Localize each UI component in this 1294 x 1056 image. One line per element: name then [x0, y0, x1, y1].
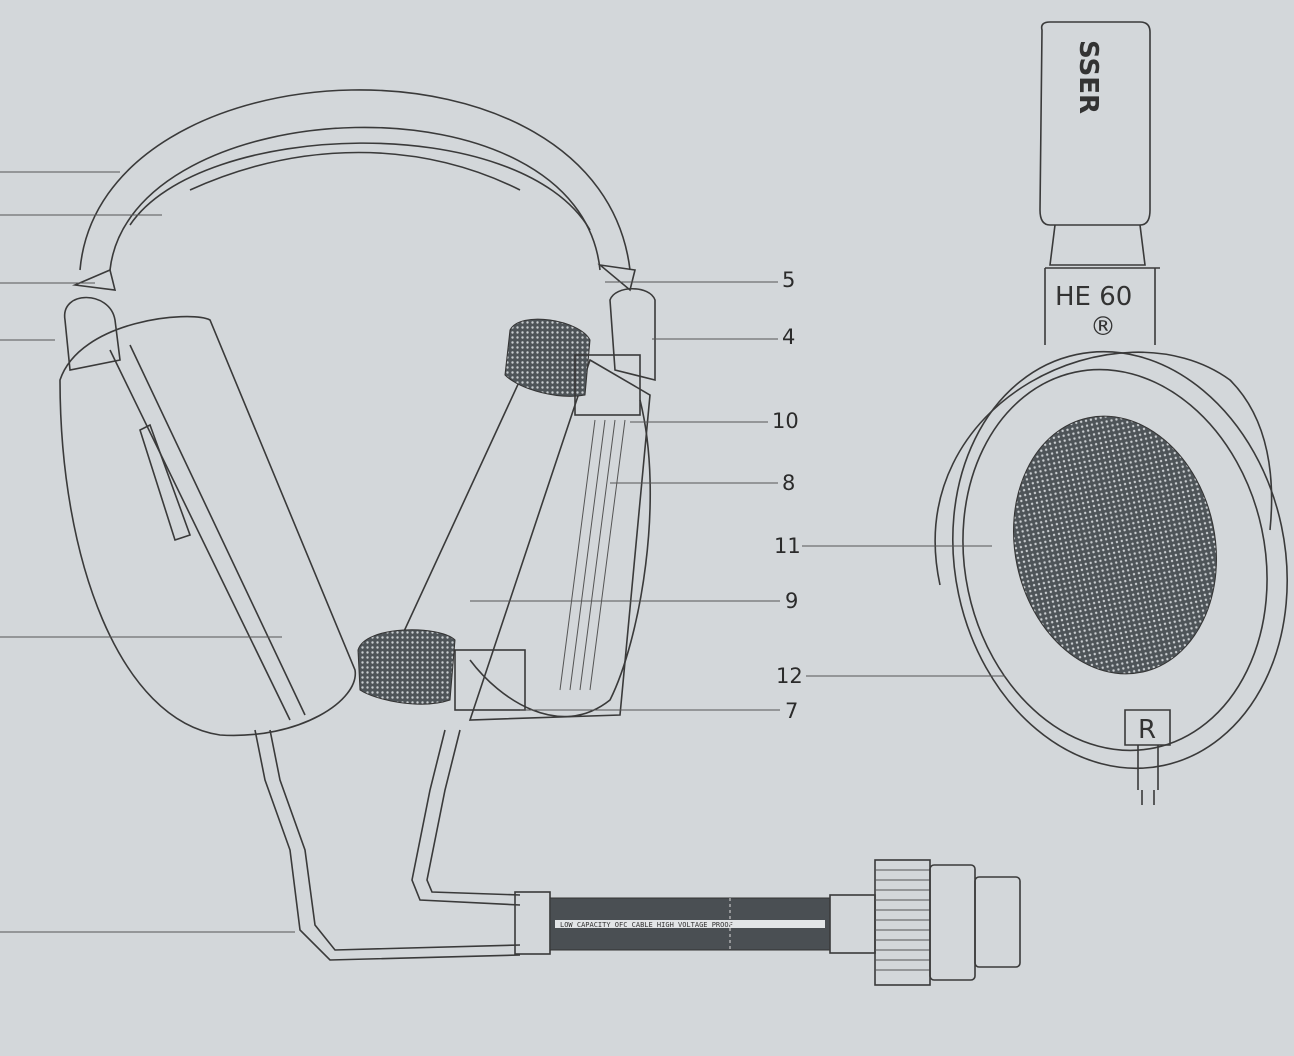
channel-marker: R	[1138, 715, 1156, 745]
callout-11: 11	[774, 534, 801, 558]
callout-4: 4	[782, 325, 795, 349]
callout-9: 9	[785, 589, 798, 613]
model-label: HE 60	[1055, 282, 1132, 312]
headband	[71, 89, 636, 292]
cable-print-text: LOW CAPACITY OFC CABLE HIGH VOLTAGE PROO…	[560, 921, 733, 929]
right-earcup-cutaway	[357, 288, 656, 721]
side-view-headphone: SSER HE 60 ® R	[934, 21, 1288, 805]
brand-logo-fragment: SSER	[1073, 40, 1103, 114]
callout-5: 5	[782, 268, 795, 292]
cable-assembly: LOW CAPACITY OFC CABLE HIGH VOLTAGE PROO…	[254, 729, 1021, 986]
callout-10: 10	[772, 409, 799, 433]
callouts: 5 4 10 8 11 9 12 7	[470, 268, 1005, 723]
left-earcup	[59, 296, 356, 737]
left-leader-lines	[0, 171, 295, 933]
callout-7: 7	[785, 699, 798, 723]
registered-mark: ®	[1090, 312, 1116, 342]
callout-8: 8	[782, 471, 795, 495]
callout-12: 12	[776, 664, 803, 688]
